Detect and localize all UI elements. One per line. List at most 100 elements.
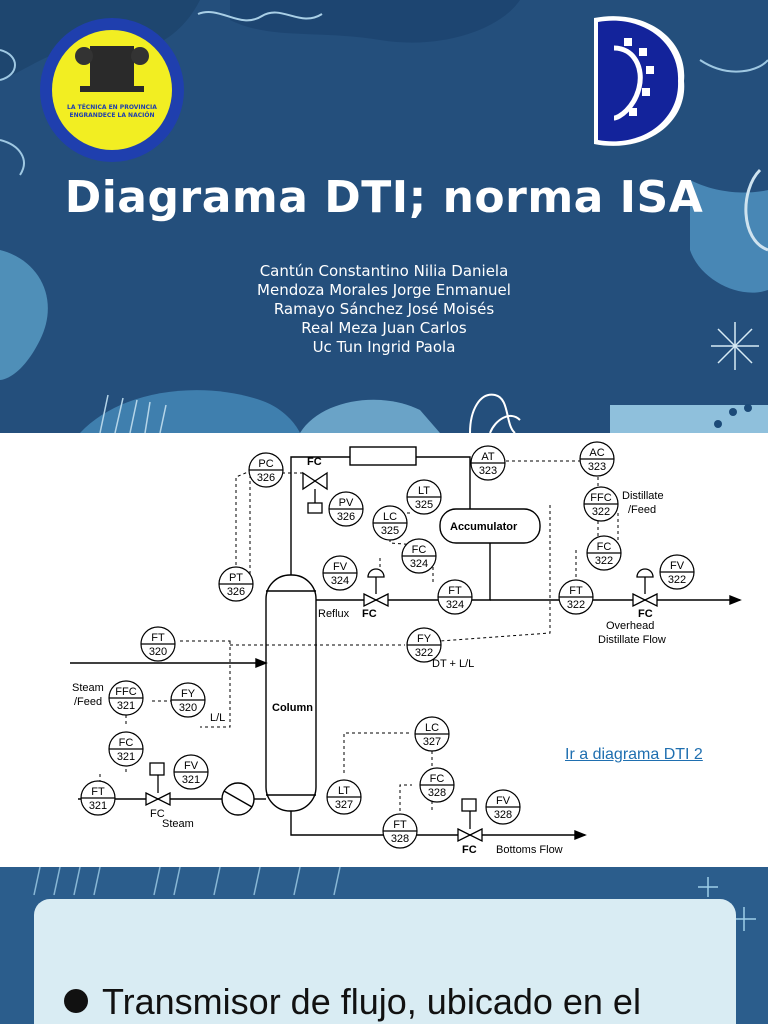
instrument-bubble-ffc322: FFC 322 (583, 486, 619, 522)
next-diagram-link[interactable]: Ir a diagrama DTI 2 (565, 746, 703, 763)
svg-text:FV: FV (496, 795, 511, 807)
svg-text:FV: FV (184, 760, 199, 772)
distillate-flow-label: Distillate Flow (598, 634, 666, 646)
instrument-bubble-fv322: FV 322 (659, 554, 695, 590)
reflux-label: Reflux (318, 608, 350, 620)
svg-text:FY: FY (181, 688, 196, 700)
svg-text:LT: LT (418, 485, 430, 497)
svg-text:321: 321 (117, 751, 135, 763)
school-seal-logo: LA TÉCNICA EN PROVINCIA ENGRANDECE LA NA… (40, 18, 184, 162)
fc-label: FC (150, 808, 165, 820)
content-card (34, 899, 736, 1024)
svg-text:FV: FV (333, 561, 348, 573)
svg-text:322: 322 (567, 599, 585, 611)
svg-text:FT: FT (91, 786, 105, 798)
author-name: Uc Tun Ingrid Paola (312, 338, 456, 356)
content-slide: Transmisor de flujo, ubicado en el (0, 867, 768, 1024)
instrument-bubble-fv328: FV 328 (485, 789, 521, 825)
accumulator-label: Accumulator (450, 521, 518, 533)
svg-text:321: 321 (182, 774, 200, 786)
svg-text:ENGRANDECE LA NACIÓN: ENGRANDECE LA NACIÓN (70, 112, 155, 119)
bullet-text: Transmisor de flujo, ubicado en el (102, 981, 641, 1022)
instrument-bubble-fv324: FV 324 (322, 555, 358, 591)
feed-label: /Feed (74, 696, 102, 708)
dt-ll-label: DT + L/L (432, 658, 474, 670)
author-list: Cantún Constantino Nilia Daniela Mendoza… (0, 262, 768, 357)
svg-text:320: 320 (179, 702, 197, 714)
svg-text:320: 320 (149, 646, 167, 658)
instrument-bubble-at323: AT 323 (470, 445, 506, 481)
ll-label: L/L (210, 712, 225, 724)
instrument-bubble-fc321: FC 321 (108, 731, 144, 767)
svg-text:FFC: FFC (115, 686, 136, 698)
svg-text:328: 328 (391, 833, 409, 845)
svg-text:324: 324 (446, 599, 464, 611)
svg-text:FT: FT (151, 632, 165, 644)
author-name: Ramayo Sánchez José Moisés (273, 300, 495, 318)
bullet-dot-icon (64, 989, 88, 1014)
pid-diagram: PC326FCPV326LT325LC325AT323AC323FFC322FC… (70, 441, 742, 856)
svg-text:FT: FT (448, 585, 462, 597)
svg-text:324: 324 (331, 575, 349, 587)
bullet-item: Transmisor de flujo, ubicado en el (64, 981, 641, 1023)
svg-text:FFC: FFC (590, 492, 611, 504)
fc-label: FC (362, 608, 377, 620)
bottoms-flow-label: Bottoms Flow (496, 844, 563, 856)
svg-text:322: 322 (592, 506, 610, 518)
column-label: Column (272, 702, 313, 714)
instrument-bubble-lt325: LT 325 (406, 479, 442, 515)
svg-text:FC: FC (430, 773, 445, 785)
author-name: Real Meza Juan Carlos (301, 319, 467, 337)
instrument-bubble-ffc321: FFC 321 (108, 680, 144, 716)
svg-text:325: 325 (381, 525, 399, 537)
svg-text:321: 321 (117, 700, 135, 712)
instrument-bubble-ft320: FT 320 (140, 626, 176, 662)
svg-text:325: 325 (415, 499, 433, 511)
svg-text:326: 326 (257, 472, 275, 484)
svg-text:FC: FC (119, 737, 134, 749)
distillate-label: Distillate (622, 490, 664, 502)
svg-text:PV: PV (339, 497, 354, 509)
author-name: Cantún Constantino Nilia Daniela (259, 262, 509, 280)
svg-text:FT: FT (393, 819, 407, 831)
svg-text:328: 328 (428, 787, 446, 799)
svg-text:FY: FY (417, 633, 432, 645)
svg-text:FC: FC (597, 541, 612, 553)
svg-text:LT: LT (338, 785, 350, 797)
slide-title: Diagrama DTI; norma ISA (64, 172, 704, 223)
svg-text:323: 323 (588, 461, 606, 473)
svg-text:LC: LC (383, 511, 397, 523)
instrument-bubble-fy320: FY 320 (170, 682, 206, 718)
svg-text:AT: AT (481, 451, 495, 463)
svg-text:FV: FV (670, 560, 685, 572)
instrument-bubble-fc_top: FC (307, 456, 322, 468)
instrument-bubble-lc325: LC 325 (372, 505, 408, 541)
fc-label: FC (462, 844, 477, 856)
instrument-bubble-ac323: AC 323 (579, 441, 615, 477)
svg-text:FC: FC (307, 456, 322, 468)
title-slide: LA TÉCNICA EN PROVINCIA ENGRANDECE LA NA… (0, 0, 768, 433)
svg-text:322: 322 (668, 574, 686, 586)
svg-text:AC: AC (589, 447, 604, 459)
svg-text:328: 328 (494, 809, 512, 821)
steam-label: Steam (72, 682, 104, 694)
feed-label: /Feed (628, 504, 656, 516)
svg-text:326: 326 (227, 586, 245, 598)
instrument-bubble-ft328: FT 328 (382, 813, 418, 849)
steam-label: Steam (162, 818, 194, 830)
svg-text:323: 323 (479, 465, 497, 477)
background-decoration (0, 0, 768, 433)
background-decoration (33, 867, 756, 931)
instrument-bubble-fc328: FC 328 (419, 767, 455, 803)
svg-text:327: 327 (423, 736, 441, 748)
